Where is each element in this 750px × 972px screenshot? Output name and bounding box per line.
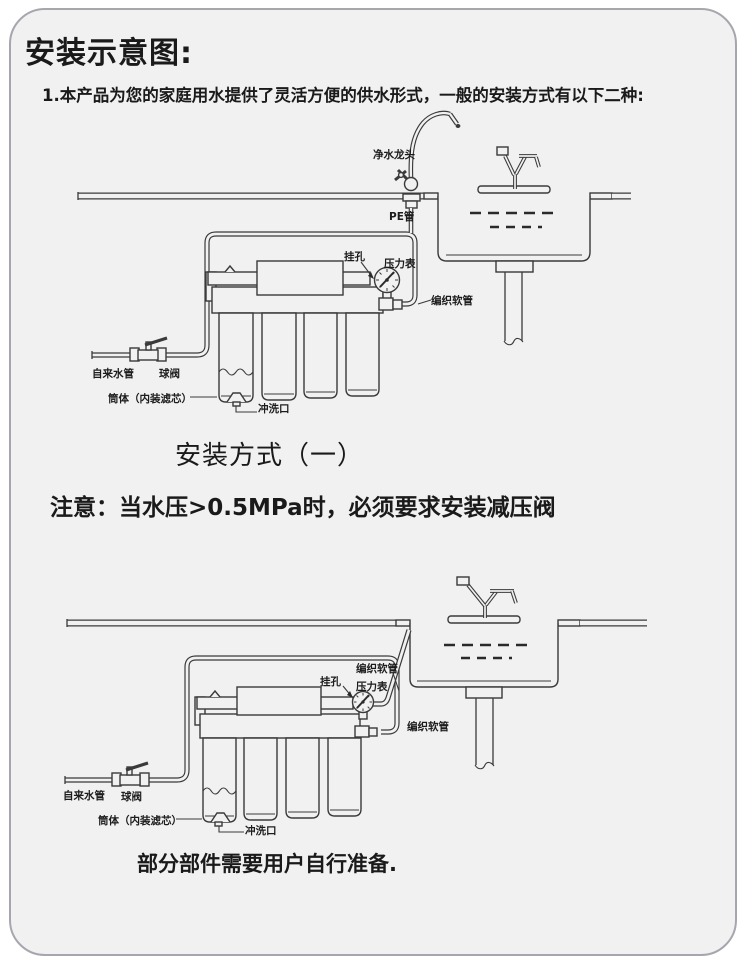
d1-label-pressure-gauge: 压力表	[384, 258, 416, 270]
d1-label-purified-faucet: 净水龙头	[373, 149, 415, 161]
d2-label-braided-hose-top: 编织软管	[356, 663, 398, 675]
diagram1-countertop	[77, 192, 631, 200]
pressure-notice: 注意：当水压>0.5MPa时，必须要求安装减压阀	[50, 495, 556, 521]
diagram1-leader-lines	[190, 261, 432, 413]
diagram1-feed-hose	[91, 231, 418, 359]
d1-label-tap-water-pipe: 自来水管	[92, 368, 134, 380]
diagram2-feed-hose	[64, 655, 400, 784]
diagram1-purified-faucet	[394, 110, 461, 233]
d1-label-flush-port: 冲洗口	[258, 403, 290, 415]
d2-label-pressure-gauge: 压力表	[356, 681, 388, 693]
diagram2-filter-unit	[194, 686, 362, 827]
diagram1-sink	[437, 196, 591, 346]
d2-label-ball-valve: 球阀	[121, 791, 142, 803]
diagram1-ball-valve	[129, 336, 168, 362]
footer-note: 部分部件需要用户自行准备.	[137, 852, 397, 876]
diagram2-pressure-gauge	[351, 690, 378, 738]
diagram2-countertop	[66, 619, 647, 627]
page-border-panel	[9, 8, 737, 956]
diagram1-filter-unit	[205, 260, 384, 407]
method1-caption: 安装方式（一）	[175, 441, 365, 471]
d1-label-housing: 筒体（内装滤芯）	[108, 393, 192, 405]
d2-label-tap-water-pipe: 自来水管	[63, 790, 105, 802]
d2-label-hang-hole: 挂孔	[320, 676, 341, 688]
d1-label-pe-pipe: PE管	[389, 211, 415, 223]
diagram1-kitchen-faucet	[477, 146, 551, 194]
diagram2-sink	[409, 623, 559, 770]
intro-text: 1.本产品为您的家庭用水提供了灵活方便的供水形式，一般的安装方式有以下二种:	[42, 86, 644, 105]
diagram2-leader-lines	[176, 672, 400, 833]
d2-label-flush-port: 冲洗口	[245, 825, 277, 837]
d2-label-braided-hose-bottom: 编织软管	[407, 721, 449, 733]
d1-label-hang-hole: 挂孔	[344, 251, 365, 263]
diagram1-pressure-gauge	[373, 266, 403, 311]
d1-label-braided-hose: 编织软管	[431, 295, 473, 307]
diagram2-kitchen-faucet	[447, 576, 521, 624]
diagram2-ball-valve	[111, 761, 150, 787]
diagram2-output-hose	[371, 629, 412, 707]
d2-label-housing: 筒体（内装滤芯）	[98, 815, 182, 827]
page-title: 安装示意图:	[25, 36, 193, 71]
d1-label-ball-valve: 球阀	[159, 368, 180, 380]
